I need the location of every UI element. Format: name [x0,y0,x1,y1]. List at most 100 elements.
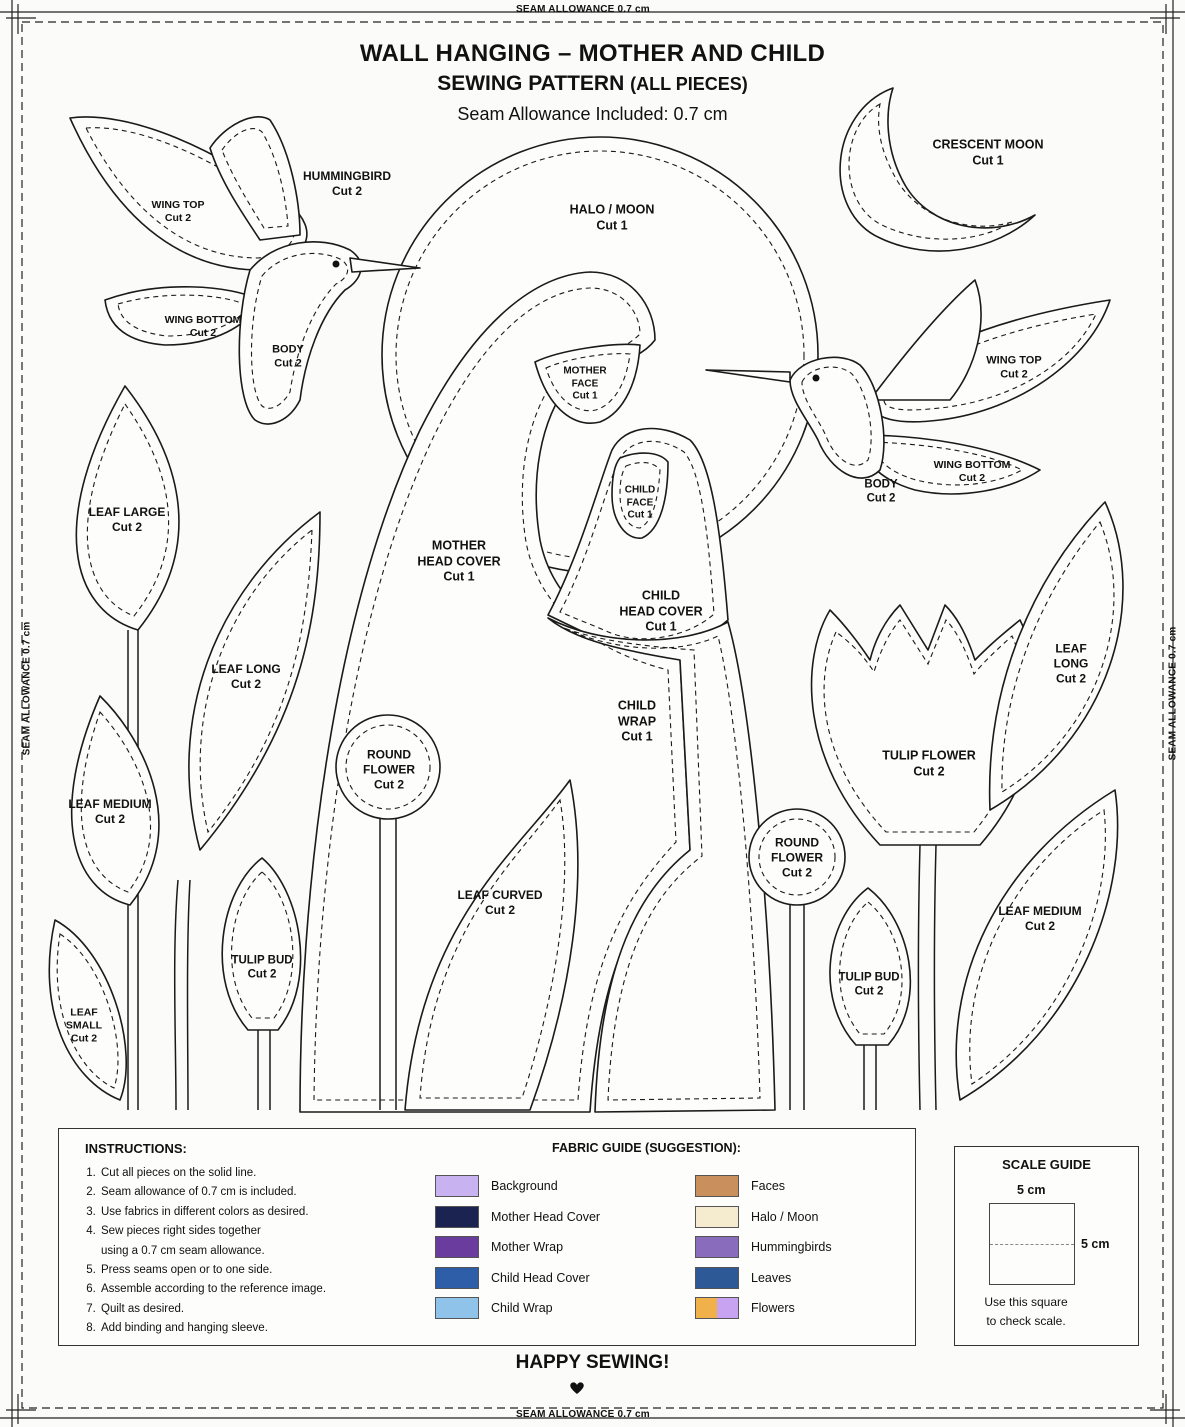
fabric-label: Child Wrap [491,1301,553,1315]
tulip-flower-piece [810,604,1039,1111]
piece-name: MOTHER FACE [563,365,607,389]
leaf-small-piece [48,919,127,1101]
piece-cut: Cut 1 [596,218,628,232]
piece-cut: Cut 2 [374,777,404,792]
leaf-curved-piece [404,779,579,1111]
piece-name: CHILD FACE [624,484,656,508]
piece-name: LEAF LONG [211,662,281,676]
heart-icon [569,1380,585,1396]
fabric-label: Mother Wrap [491,1240,564,1254]
corner-mark-tr [1150,4,1180,34]
piece-cut: Cut 2 [164,212,192,224]
piece-cut: Cut 2 [94,812,125,826]
fabric-guide-title: FABRIC GUIDE (SUGGESTION): [552,1141,741,1155]
instructions-panel: INSTRUCTIONS: Cut all pieces on the soli… [85,1141,385,1339]
piece-cut: Cut 1 [645,619,677,634]
fabric-label: Hummingbirds [751,1240,832,1254]
fabric-label: Background [491,1179,558,1193]
piece-name: LEAF LONG [1053,641,1089,671]
instruction-step: Press seams open or to one side. [99,1261,385,1280]
piece-cut: Cut 1 [443,569,475,584]
corner-mark-tl [6,4,36,34]
tulip-bud-left-piece [221,857,302,1110]
fabric-swatch [695,1175,739,1197]
leaf-long-right-piece [988,501,1124,811]
scale-square-midline [990,1244,1074,1245]
scale-side-dimension: 5 cm [1081,1237,1110,1251]
leaf-long-left-piece [173,511,321,1111]
piece-cut: Cut 2 [958,472,986,484]
piece-name: ROUND FLOWER [363,747,415,777]
piece-cut: Cut 2 [111,520,142,534]
child-wrap-piece [547,617,776,1113]
piece-cut: Cut 1 [627,509,653,521]
fabric-row: Halo / Moon [695,1206,818,1228]
fabric-label: Mother Head Cover [491,1210,601,1224]
fabric-row: Child Head Cover [435,1267,590,1289]
fabric-label: Leaves [751,1271,792,1285]
piece-cut: Cut 2 [332,184,362,198]
piece-name: LEAF CURVED [457,888,543,902]
seam-frame [21,21,1164,1409]
piece-name: LEAF LARGE [88,505,166,519]
piece-name: CRESCENT MOON [932,137,1044,152]
fabric-label: Halo / Moon [751,1210,819,1224]
fabric-swatch [435,1236,479,1258]
fabric-swatch [435,1297,479,1319]
instruction-step: Quilt as desired. [99,1300,385,1319]
instruction-step: Sew pieces right sides together using a … [99,1222,385,1261]
piece-name: TULIP BUD [838,971,900,984]
fabric-row: Background [435,1175,558,1197]
scale-guide-box: SCALE GUIDE 5 cm 5 cm Use this square to… [954,1146,1139,1346]
fabric-row: Leaves [695,1267,791,1289]
edge-label-left: SEAM ALLOWANCE 0.7 cm [21,621,33,756]
piece-name: MOTHER HEAD COVER [417,538,501,569]
fabric-label: Child Head Cover [491,1271,590,1285]
piece-cut: Cut 1 [972,153,1004,167]
piece-name: WING TOP [986,354,1042,367]
piece-cut: Cut 2 [1000,368,1028,380]
tulip-bud-right-piece [829,887,912,1110]
instruction-step: Cut all pieces on the solid line. [99,1164,385,1183]
round-flower-left-piece [335,714,441,1110]
scale-top-dimension: 5 cm [1017,1183,1046,1197]
piece-cut: Cut 2 [230,677,261,691]
piece-name: BODY [272,343,304,356]
piece-cut: Cut 1 [621,729,653,744]
fabric-row: Flowers [695,1297,795,1319]
happy-sewing: HAPPY SEWING! [515,1352,670,1373]
piece-name: TULIP FLOWER [882,748,976,763]
edge-label-right: SEAM ALLOWANCE 0.7 cm [1167,626,1179,761]
page-title: WALL HANGING – MOTHER AND CHILD [359,40,826,67]
instructions-title: INSTRUCTIONS: [85,1141,187,1156]
piece-cut: Cut 1 [572,390,598,402]
piece-name: CHILD WRAP [617,698,657,729]
piece-cut: Cut 2 [485,903,515,917]
piece-cut: Cut 2 [274,357,302,369]
instruction-step: Seam allowance of 0.7 cm is included. [99,1183,385,1202]
piece-name: WING TOP [151,198,205,211]
fabric-swatch [435,1175,479,1197]
piece-name: ROUND FLOWER [771,835,823,865]
piece-cut: Cut 2 [247,969,277,981]
piece-name: HUMMINGBIRD [303,169,391,183]
